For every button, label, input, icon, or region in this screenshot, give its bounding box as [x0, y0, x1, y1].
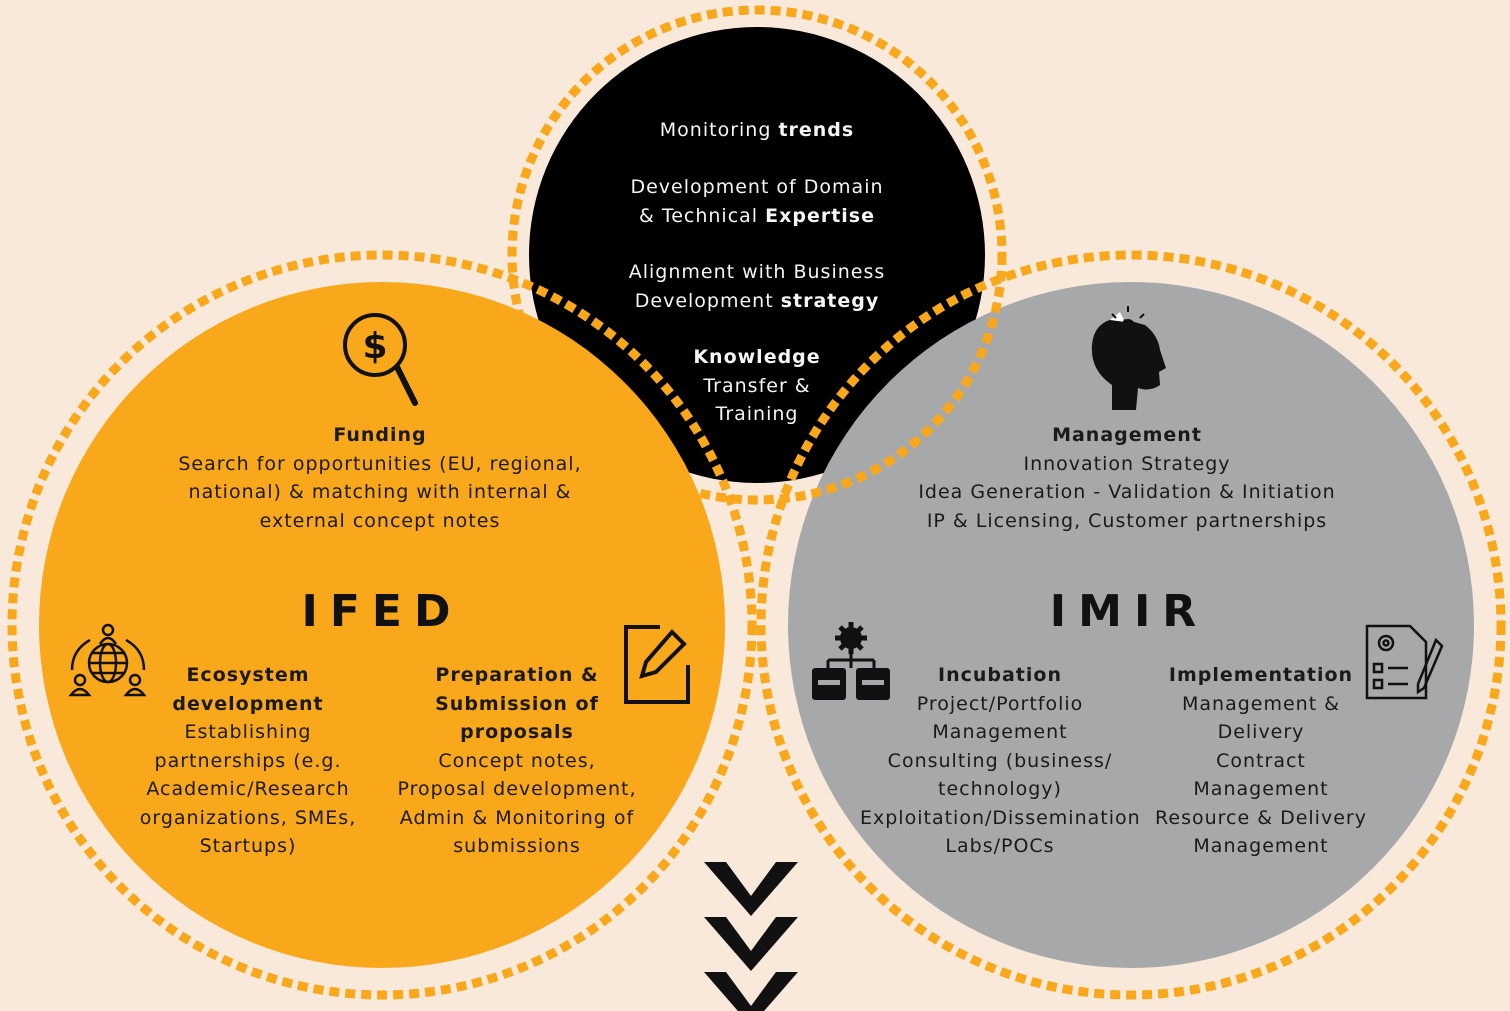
top-dashed-ring [507, 5, 1007, 505]
imir-incubation-block: Incubation Project/Portfolio Management … [860, 661, 1140, 861]
imir-management-line: IP & Licensing, Customer partnerships [926, 509, 1328, 532]
ifed-ecosystem-block: Ecosystem development Establishing partn… [128, 661, 368, 861]
imir-title: IMIR [1049, 586, 1209, 637]
ifed-funding-block: Funding Search for opportunities (EU, re… [130, 421, 630, 535]
imir-incubation-line: Exploitation/Dissemination [860, 806, 1141, 829]
ifed-ecosystem-line: Startups) [199, 835, 297, 857]
head-lightbulb-icon [1091, 306, 1166, 410]
top-item-trends-bold: trends [778, 119, 855, 141]
ifed-title: IFED [301, 586, 463, 637]
imir-implementation-block: Implementation Management & Delivery Con… [1150, 661, 1372, 861]
edit-icon [624, 625, 690, 704]
imir-management-line: Idea Generation - Validation & Initiatio… [918, 481, 1336, 503]
ifed-circle [39, 282, 725, 968]
chevron-down-icon [704, 862, 798, 1011]
ifed-proposals-block: Preparation & Submission of proposals Co… [392, 661, 642, 861]
ifed-ecosystem-line: partnerships (e.g. [154, 749, 342, 772]
ifed-proposals-line: Proposal development, [397, 778, 637, 800]
document-checklist-icon [1365, 624, 1444, 700]
top-item-strategy-line1: Alignment with Business [628, 261, 886, 283]
ifed-proposals-line: Concept notes, [438, 749, 596, 772]
imir-implementation-heading: Implementation [1168, 664, 1354, 686]
ifed-ecosystem-line: Academic/Research [146, 778, 350, 800]
imir-management-block: Management Innovation Strategy Idea Gene… [877, 421, 1377, 535]
imir-implementation-line: Contract [1216, 749, 1306, 772]
top-item-expertise-line1: Development of Domain [630, 176, 884, 198]
imir-incubation-line: Consulting (business/ [887, 749, 1113, 772]
imir-management-heading: Management [1052, 424, 1202, 446]
ifed-funding-heading: Funding [333, 424, 427, 446]
imir-implementation-line: Management & [1181, 692, 1341, 715]
imir-incubation-heading: Incubation [938, 664, 1062, 686]
gear-hierarchy-icon [812, 622, 890, 700]
top-item-strategy: Alignment with Business Development stra… [557, 258, 957, 315]
top-item-strategy-bold: strategy [780, 289, 880, 312]
ifed-ecosystem-line: organizations, SMEs, [139, 806, 357, 829]
ifed-proposals-heading: proposals [460, 721, 574, 743]
imir-implementation-line: Resource & Delivery [1155, 806, 1367, 829]
top-item-knowledge-line3: Training [715, 403, 799, 425]
imir-implementation-line: Delivery [1217, 721, 1305, 743]
top-item-expertise-text: & Technical [638, 204, 766, 227]
imir-incubation-line: technology) [938, 778, 1062, 800]
ifed-proposals-heading: Preparation & [435, 664, 599, 686]
imir-incubation-line: Labs/POCs [945, 835, 1055, 857]
imir-dashed-ring [756, 250, 1506, 1000]
dollar-search-icon: $ [343, 313, 418, 406]
top-item-expertise-bold: Expertise [765, 204, 876, 227]
ifed-dashed-ring [7, 250, 757, 1000]
ifed-ecosystem-heading: development [172, 692, 324, 715]
ifed-ecosystem-line: Establishing [184, 721, 312, 743]
top-item-strategy-line2: Development strategy [557, 287, 957, 316]
top-item-knowledge: Knowledge Transfer & Training [607, 343, 907, 429]
ifed-funding-line: external concept notes [259, 509, 501, 532]
ifed-ecosystem-heading: Ecosystem [186, 664, 310, 686]
imir-implementation-line: Management [1193, 778, 1329, 800]
svg-text:$: $ [362, 326, 387, 367]
top-item-expertise: Development of Domain & Technical Expert… [557, 173, 957, 230]
ifed-proposals-line: Admin & Monitoring of [399, 806, 635, 829]
top-item-expertise-line2: & Technical Expertise [557, 202, 957, 231]
imir-incubation-line: Project/Portfolio [916, 692, 1084, 715]
imir-implementation-line: Management [1193, 835, 1329, 857]
top-item-trends: Monitoring trends [557, 116, 957, 145]
imir-incubation-line: Management [932, 721, 1068, 743]
ifed-proposals-line: submissions [453, 835, 581, 857]
ifed-funding-line: Search for opportunities (EU, regional, [178, 452, 582, 475]
top-item-knowledge-line2: Transfer & [703, 374, 811, 397]
imir-circle [788, 282, 1474, 968]
ifed-funding-line: national) & matching with internal & [188, 481, 572, 503]
network-globe-icon [68, 623, 147, 697]
top-item-strategy-text: Development [634, 289, 781, 312]
imir-management-line: Innovation Strategy [1023, 452, 1231, 475]
top-item-trends-text: Monitoring [659, 119, 779, 141]
ifed-proposals-heading: Submission of [435, 692, 599, 715]
top-item-knowledge-bold: Knowledge [693, 346, 821, 368]
